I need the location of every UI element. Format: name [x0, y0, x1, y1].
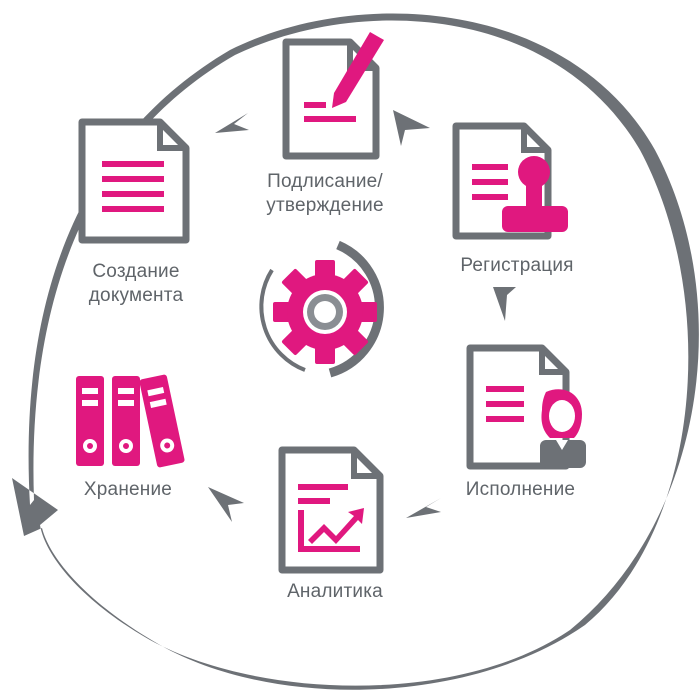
- gear-icon: [273, 260, 377, 364]
- label-sign-line1: Подлисание/: [267, 171, 383, 192]
- label-create-line1: Создание: [92, 261, 180, 282]
- document-icon: [78, 118, 190, 244]
- signing-pen-icon: [282, 32, 384, 160]
- gear-ring-left: [259, 268, 306, 372]
- label-register-line1: Регистрация: [460, 255, 574, 276]
- label-register: Регистрация: [447, 254, 587, 278]
- gear-ring: [328, 240, 384, 378]
- step-arrows: [208, 110, 516, 522]
- arrow-create-to-sign: [215, 113, 249, 133]
- label-execute: Исполнение: [453, 478, 588, 502]
- label-create-line2: документа: [88, 285, 184, 306]
- label-execute-line1: Исполнение: [465, 479, 576, 500]
- center-gear: [259, 240, 384, 378]
- assignee-icon: [466, 344, 586, 470]
- label-analytics-line1: Аналитика: [287, 581, 383, 602]
- stamp-icon: [452, 122, 568, 240]
- arrow-analytics-to-storage: [208, 487, 244, 522]
- label-storage-line1: Хранение: [83, 479, 173, 500]
- arrow-sign-to-register: [393, 110, 430, 146]
- label-create: Создание документа: [70, 260, 202, 308]
- label-sign-line2: утверждение: [266, 195, 384, 216]
- arrow-execute-to-analytics: [406, 498, 441, 518]
- binders-icon: [76, 374, 185, 468]
- chart-icon: [278, 446, 384, 574]
- label-storage: Хранение: [64, 478, 192, 502]
- label-sign: Подлисание/ утверждение: [245, 170, 405, 218]
- arrow-register-to-execute: [493, 287, 516, 321]
- label-analytics: Аналитика: [270, 580, 400, 604]
